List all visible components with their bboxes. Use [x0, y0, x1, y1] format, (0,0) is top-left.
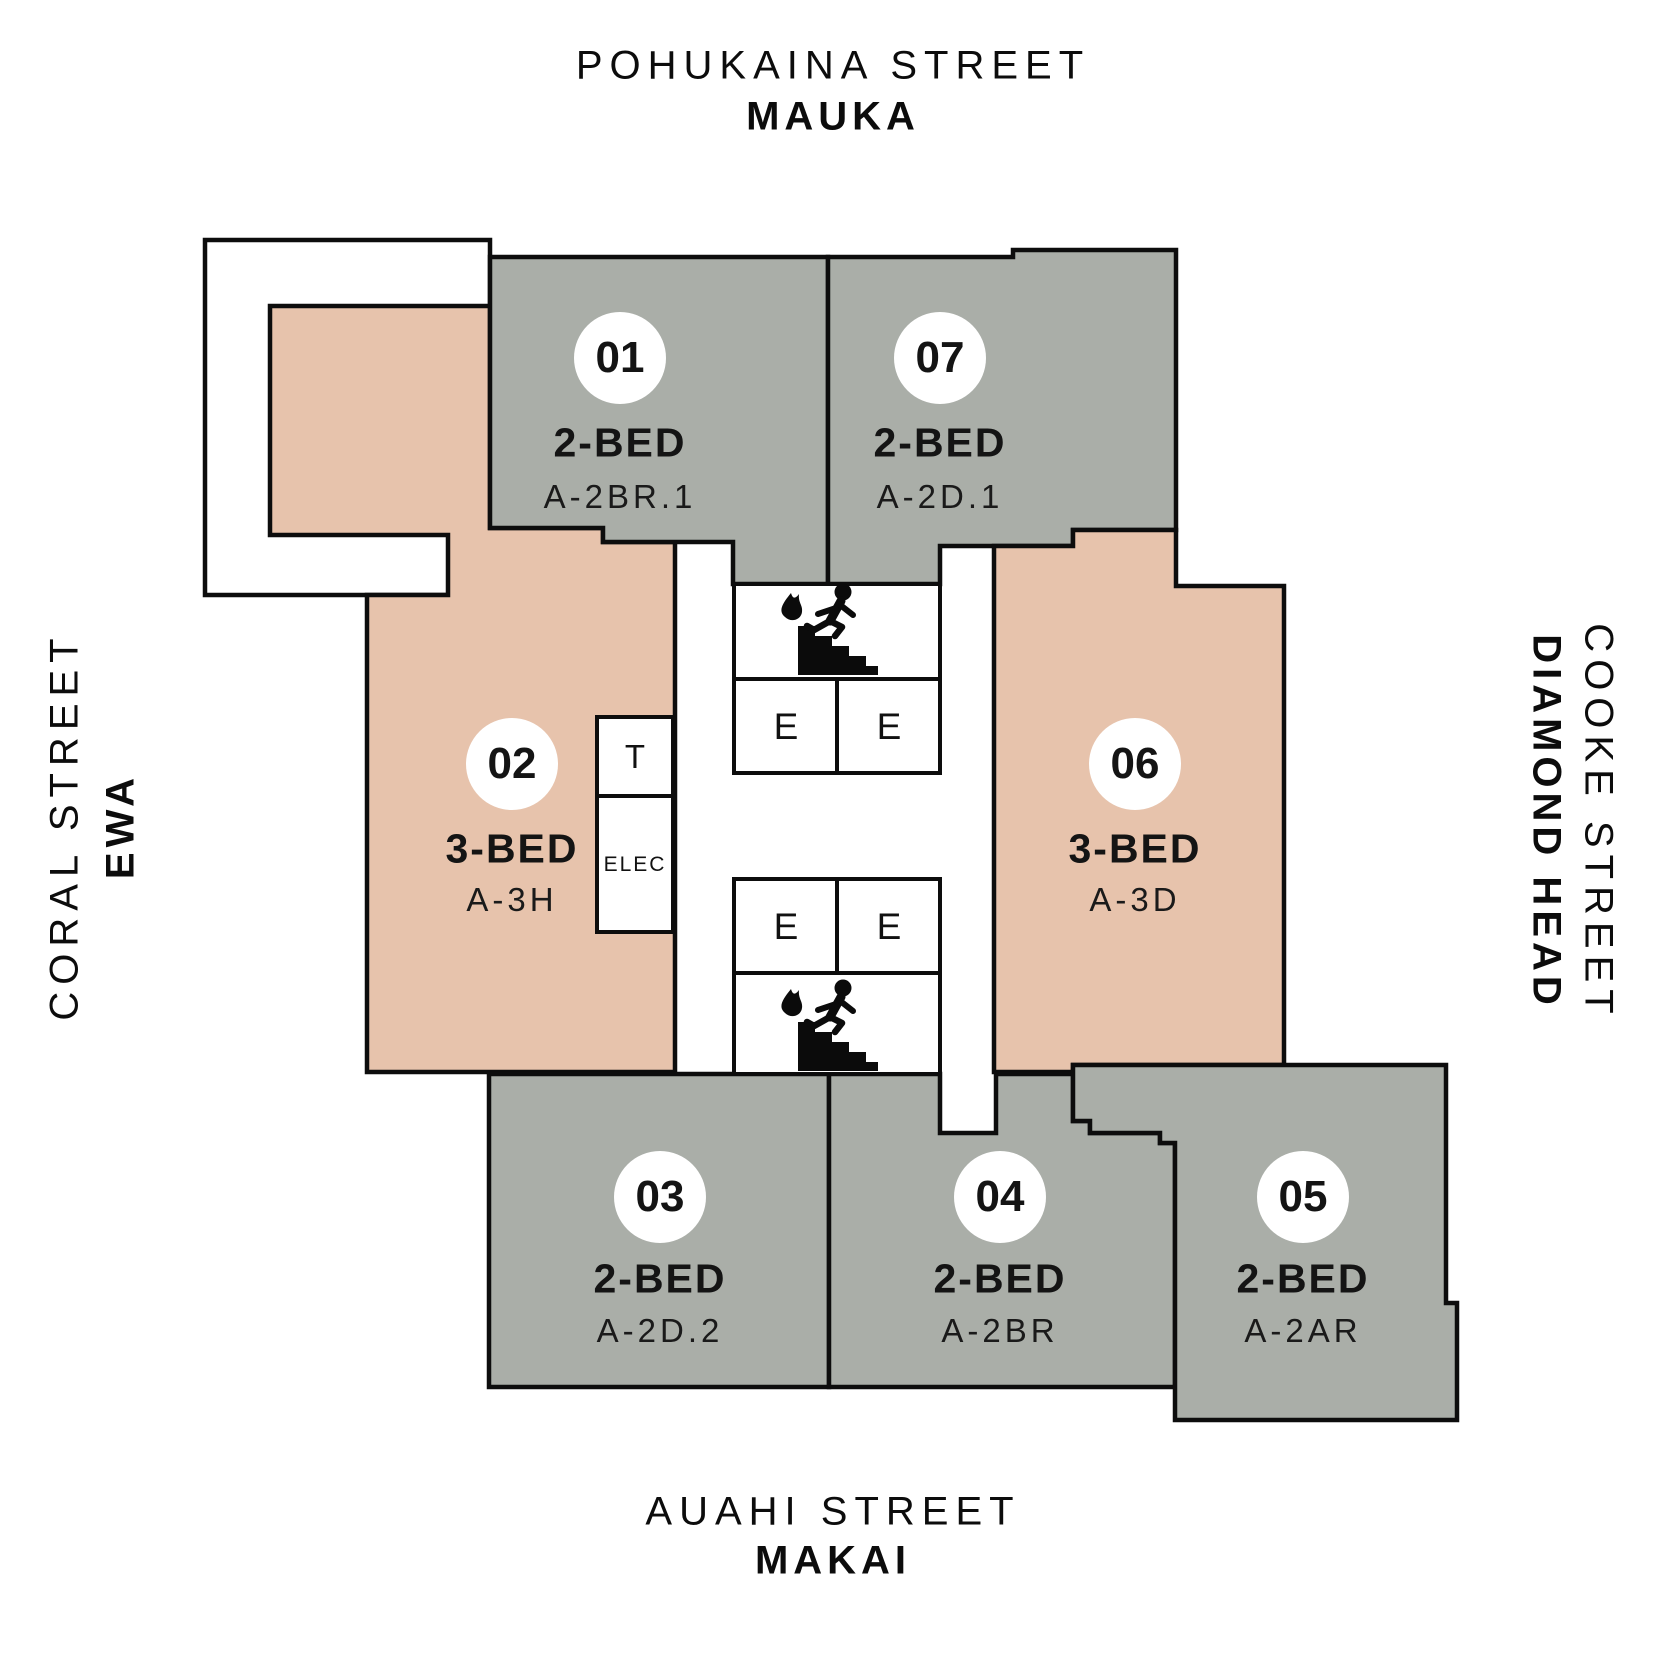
unit-06-plan-code: A-3D	[1089, 881, 1181, 918]
direction-label-ewa: EWA	[98, 772, 143, 880]
elevator-top-right	[835, 677, 942, 775]
unit-03-plan-code: A-2D.2	[596, 1312, 724, 1349]
street-label-right: COOKE STREET	[1576, 623, 1621, 1021]
unit-05-number-badge: 05	[1257, 1151, 1349, 1243]
street-label-top: POHUKAINA STREET	[575, 43, 1091, 88]
unit-06-type: 3-BED	[1068, 825, 1202, 872]
unit-03-type: 2-BED	[593, 1255, 727, 1302]
unit-05-type: 2-BED	[1236, 1255, 1370, 1302]
unit-07-type: 2-BED	[873, 419, 1007, 466]
direction-label-mauka: MAUKA	[746, 94, 920, 139]
unit-01-number-badge: 01	[574, 312, 666, 404]
unit-04-type: 2-BED	[933, 1255, 1067, 1302]
elevator-bottom-right	[835, 877, 942, 975]
unit-07-number-badge: 07	[894, 312, 986, 404]
unit-07-plan-code: A-2D.1	[876, 478, 1004, 515]
elevator-label-top-left: E	[773, 706, 799, 747]
unit-03-number-badge: 03	[614, 1151, 706, 1243]
unit-02-type: 3-BED	[445, 825, 579, 872]
elevator-bottom-left	[732, 877, 839, 975]
street-label-left: CORAL STREET	[42, 631, 87, 1021]
electrical-room-label: ELEC	[603, 853, 667, 876]
unit-05-area[interactable]	[1070, 1062, 1460, 1423]
unit-05-plan-code: A-2AR	[1244, 1312, 1362, 1349]
elevator-label-bottom-left: E	[773, 906, 799, 947]
direction-label-diamond-head: DIAMOND HEAD	[1524, 634, 1569, 1010]
unit-01-type: 2-BED	[553, 419, 687, 466]
trash-chute-label: T	[624, 738, 646, 775]
unit-02-plan-code: A-3H	[466, 881, 558, 918]
elevator-label-bottom-right: E	[876, 906, 902, 947]
unit-04-number-badge: 04	[954, 1151, 1046, 1243]
elevator-label-top-right: E	[876, 706, 902, 747]
direction-label-makai: MAKAI	[754, 1538, 912, 1583]
elevator-top-left	[732, 677, 839, 775]
unit-04-plan-code: A-2BR	[941, 1312, 1059, 1349]
street-label-bottom: AUAHI STREET	[645, 1489, 1021, 1534]
unit-06-number-badge: 06	[1089, 718, 1181, 810]
electrical-room	[595, 794, 675, 934]
unit-02-number-badge: 02	[466, 718, 558, 810]
unit-01-plan-code: A-2BR.1	[543, 478, 697, 515]
